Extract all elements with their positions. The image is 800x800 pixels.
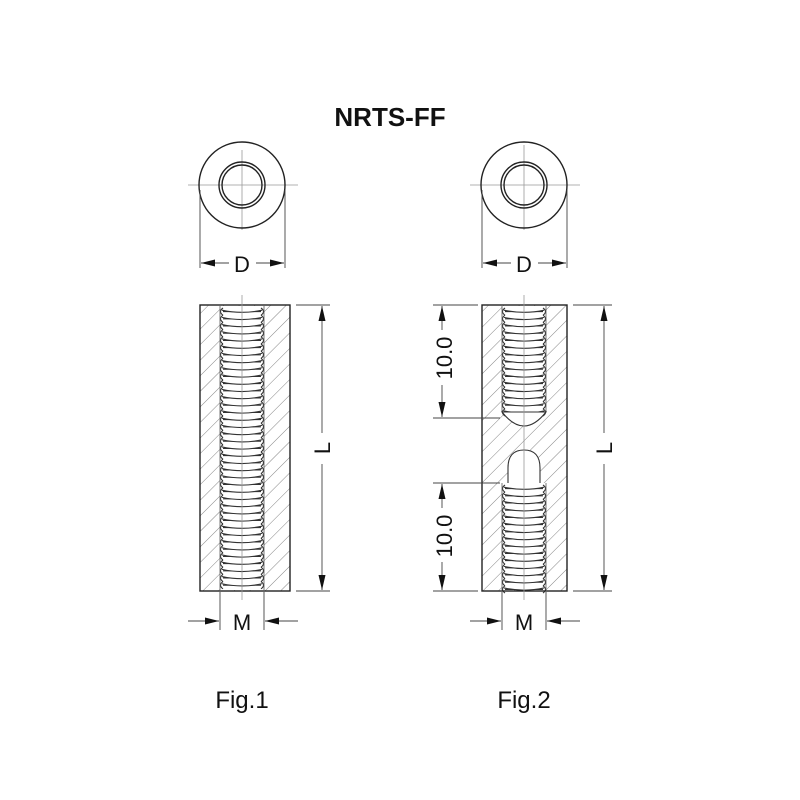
fig2-diameter-dimension: D (481, 190, 568, 277)
figure-1: D L M Fig.1 (188, 141, 335, 714)
fig2-top-depth-dimension: 10.0 (432, 304, 500, 419)
fig1-section-view (199, 295, 291, 600)
drawing-title: NRTS-FF (334, 102, 445, 132)
fig2-bore-inner-circle (503, 164, 545, 206)
fig2-top-depth-label: 10.0 (432, 337, 457, 380)
fig2-caption: Fig.2 (497, 687, 550, 714)
fig2-top-view (470, 141, 580, 230)
fig2-bore-outer-circle (500, 161, 548, 209)
fig2-bottom-depth-dimension: 10.0 (432, 482, 500, 592)
fig1-outer-circle (198, 141, 286, 229)
fig1-top-view (188, 141, 298, 230)
fig1-bore-inner-circle (221, 164, 263, 206)
fig2-length-dimension: L (573, 304, 617, 592)
fig2-outer-circle (480, 141, 568, 229)
fig2-thread-label: M (515, 610, 533, 635)
fig1-bore-outer-circle (218, 161, 266, 209)
fig1-diameter-label: D (234, 252, 250, 277)
fig1-caption: Fig.1 (215, 687, 268, 714)
fig2-bottom-depth-label: 10.0 (432, 515, 457, 558)
fig1-diameter-dimension: D (199, 190, 286, 277)
fig1-length-label: L (310, 442, 335, 454)
fig1-thread-label: M (233, 610, 251, 635)
fig1-thread-dimension: M (188, 592, 298, 635)
figure-2: D 10.0 10.0 (432, 141, 617, 714)
fig2-diameter-label: D (516, 252, 532, 277)
fig2-thread-dimension: M (470, 592, 580, 635)
fig2-body-outline (481, 304, 568, 592)
fig2-section-view (481, 295, 568, 600)
fig2-length-label: L (592, 442, 617, 454)
fig1-body-outline (199, 304, 291, 592)
fig1-length-dimension: L (296, 304, 335, 592)
